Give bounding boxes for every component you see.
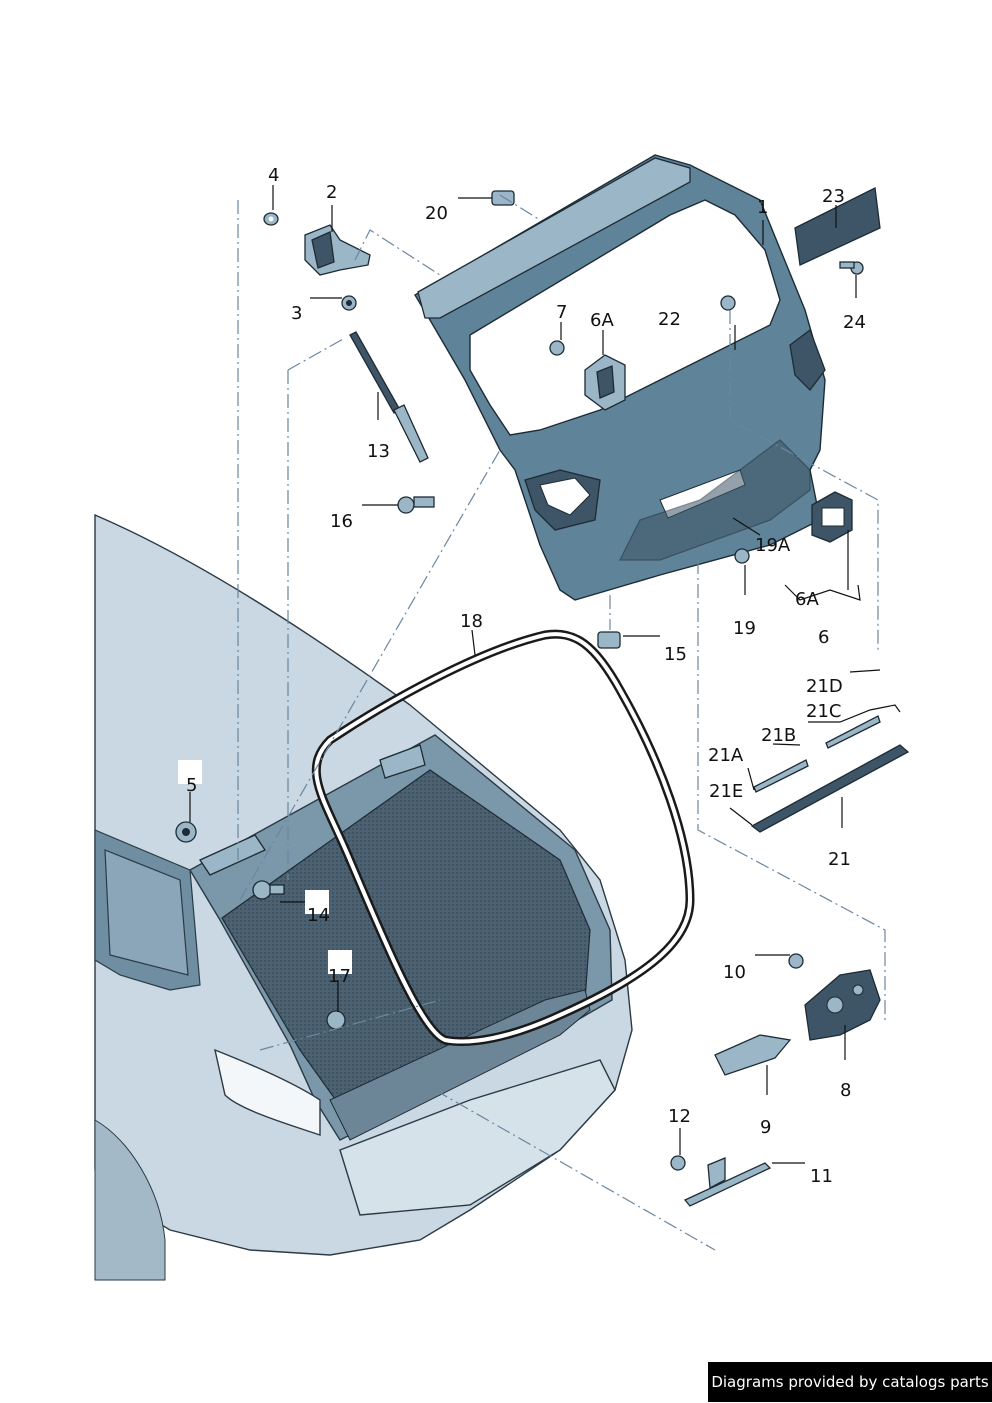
nut-part-10	[788, 953, 804, 969]
callout-10: 10	[723, 962, 746, 983]
callout-17: 17	[328, 966, 351, 987]
marker-box-5	[178, 760, 202, 784]
nut-part-12	[670, 1155, 686, 1171]
callout-6a-top: 6A	[590, 310, 614, 331]
buffer-part-15	[597, 631, 621, 649]
callout-8: 8	[840, 1080, 851, 1101]
lock-part-8	[804, 969, 881, 1041]
callout-6a-bottom: 6A	[795, 589, 819, 610]
nut-part-22	[720, 295, 736, 311]
callout-16: 16	[330, 511, 353, 532]
bolt-part-14	[252, 880, 285, 900]
grommet-part-17	[326, 1010, 346, 1030]
callout-12: 12	[668, 1106, 691, 1127]
callout-5: 5	[186, 775, 197, 796]
plate-part-23	[794, 187, 881, 266]
light-bar-part-21	[750, 715, 910, 833]
callout-6: 6	[818, 627, 829, 648]
switch-part-6	[811, 491, 853, 543]
callout-21d: 21D	[806, 676, 843, 697]
gas-strut-part-13	[349, 331, 429, 463]
attribution-footer: Diagrams provided by catalogs parts	[708, 1362, 992, 1402]
callout-2: 2	[326, 182, 337, 203]
callout-22: 22	[658, 309, 681, 330]
callout-23: 23	[822, 186, 845, 207]
callout-18: 18	[460, 611, 483, 632]
callout-19: 19	[733, 618, 756, 639]
dashed-guide-lines	[237, 194, 886, 1251]
nut-part-7	[549, 340, 565, 356]
nut-part-19	[734, 548, 750, 564]
striker-part-11	[683, 1157, 772, 1207]
washer-part-4	[263, 212, 279, 226]
callout-13: 13	[367, 441, 390, 462]
bolt-part-24	[839, 261, 864, 275]
callout-4: 4	[268, 165, 279, 186]
callout-15: 15	[664, 644, 687, 665]
bolt-part-16	[397, 496, 435, 514]
callout-24: 24	[843, 312, 866, 333]
callout-21c: 21C	[806, 701, 841, 722]
callout-20: 20	[425, 203, 448, 224]
callout-21b: 21B	[761, 725, 796, 746]
callout-21e: 21E	[709, 781, 743, 802]
callout-7: 7	[556, 302, 567, 323]
callout-14: 14	[307, 905, 330, 926]
hinge-part-2	[304, 224, 371, 276]
callout-11: 11	[810, 1166, 833, 1187]
leader-lines	[189, 185, 901, 1164]
marker-box-17	[328, 950, 352, 974]
handle-part-9	[714, 1034, 792, 1076]
clip-part-20	[491, 190, 515, 206]
nut-part-3	[341, 295, 357, 311]
grommet-part-5	[175, 821, 197, 843]
callout-labels: 1 2 3 4 5 6 6A 6A 7 8 9 10 11 12 13 14 1…	[186, 165, 866, 1187]
marker-box-14	[305, 890, 329, 914]
callout-21a: 21A	[708, 745, 744, 766]
callout-1: 1	[757, 197, 768, 218]
callout-19a: 19A	[755, 535, 791, 556]
callout-3: 3	[291, 303, 302, 324]
callout-21: 21	[828, 849, 851, 870]
tailgate-seal-part-18	[311, 629, 695, 1046]
bracket-part-6a	[584, 354, 626, 411]
callout-9: 9	[760, 1117, 771, 1138]
